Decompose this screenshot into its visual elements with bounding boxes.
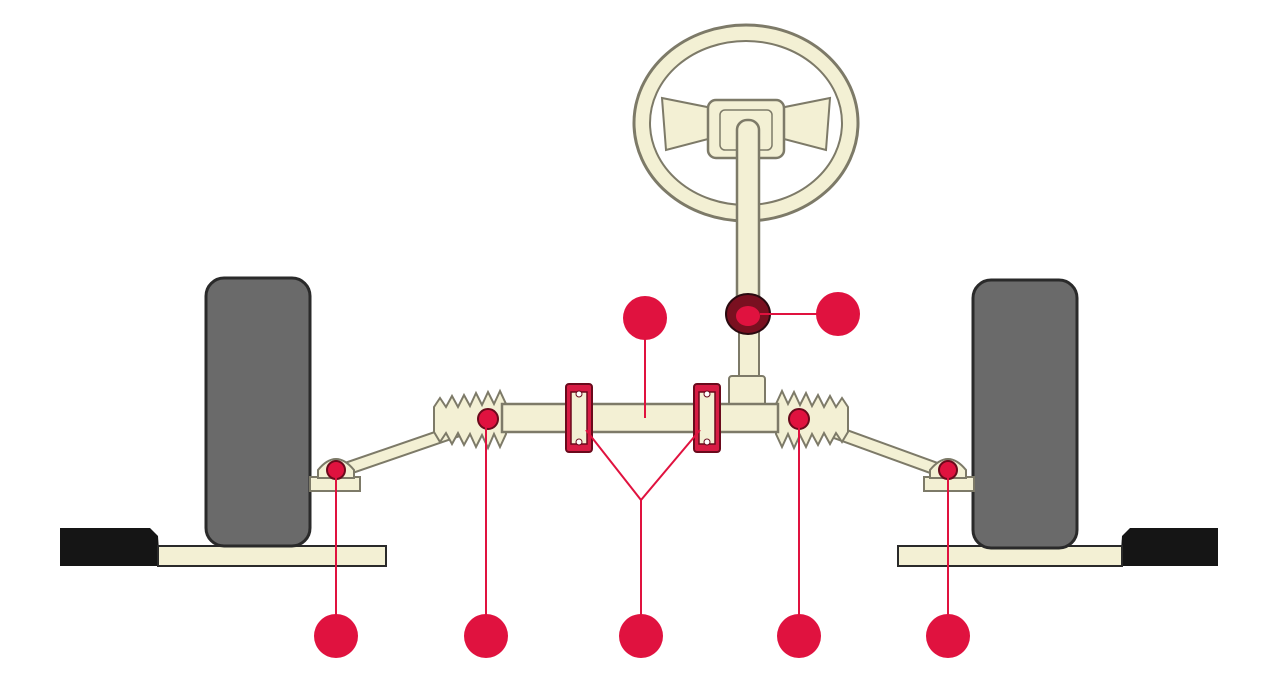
right-turntable — [897, 528, 1218, 567]
marker-rack[interactable] — [623, 296, 667, 340]
marker-left-tie-rod-end[interactable] — [314, 614, 358, 658]
left-tire — [204, 276, 312, 548]
right-tie-rod-end — [923, 458, 975, 492]
left-turntable — [60, 528, 387, 567]
right-rack-boot — [775, 388, 849, 451]
right-floor-block — [1120, 528, 1218, 566]
marker-right-inner-joint[interactable] — [777, 614, 821, 658]
left-mounting-clamp — [565, 383, 593, 453]
steering-rack — [500, 402, 780, 434]
marker-column-joint[interactable] — [816, 292, 860, 336]
marker-right-tie-rod-end[interactable] — [926, 614, 970, 658]
marker-left-inner-joint[interactable] — [464, 614, 508, 658]
right-mounting-clamp — [693, 383, 721, 453]
left-turntable-plate — [157, 545, 387, 567]
callout-markers — [314, 292, 970, 658]
marker-clamps[interactable] — [619, 614, 663, 658]
left-rack-boot — [433, 388, 507, 451]
left-inner-joint — [477, 408, 499, 430]
steering-column — [725, 118, 771, 409]
right-tire — [971, 278, 1079, 550]
left-floor-block — [60, 528, 160, 566]
